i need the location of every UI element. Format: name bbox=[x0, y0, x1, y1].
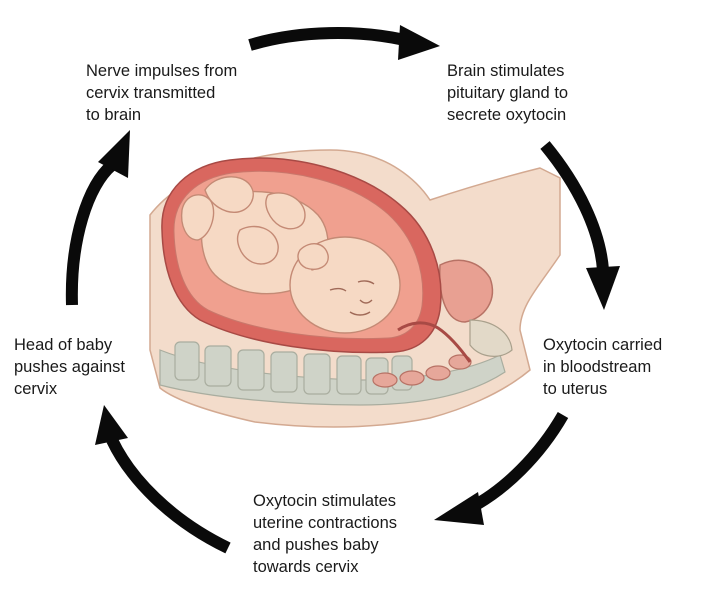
cervix bbox=[397, 321, 472, 363]
pubic-bone bbox=[469, 319, 513, 357]
arrowhead-head-to-nerve bbox=[98, 130, 130, 178]
arrowhead-bloodstream-to-contractions bbox=[434, 492, 484, 525]
baby bbox=[180, 176, 401, 334]
step-label-head-pushes: Head of baby pushes against cervix bbox=[14, 336, 125, 398]
arrow-head-to-nerve bbox=[65, 160, 117, 306]
arrowhead-contractions-to-head bbox=[95, 405, 128, 445]
step-label-oxytocin-stimulates: Oxytocin stimulates uterine contractions… bbox=[253, 492, 397, 576]
spine bbox=[159, 341, 506, 406]
step-label-brain-stimulates: Brain stimulates pituitary gland to secr… bbox=[447, 62, 569, 124]
step-label-nerve-impulses: Nerve impulses from cervix transmitted t… bbox=[86, 62, 238, 124]
childbirth-illustration bbox=[149, 149, 561, 428]
arrow-bloodstream-to-contractions bbox=[467, 412, 569, 514]
arrowhead-brain-to-bloodstream bbox=[586, 266, 620, 310]
arrowhead-nerve-to-brain bbox=[398, 25, 440, 60]
feedback-cycle-arrows bbox=[65, 25, 620, 554]
arrow-contractions-to-head bbox=[106, 437, 231, 554]
intestines bbox=[372, 354, 472, 388]
step-label-oxytocin-carried: Oxytocin carried in bloodstream to uteru… bbox=[543, 336, 663, 398]
bladder bbox=[439, 259, 494, 323]
arrow-nerve-to-brain bbox=[248, 27, 407, 51]
arrow-brain-to-bloodstream bbox=[540, 141, 609, 271]
